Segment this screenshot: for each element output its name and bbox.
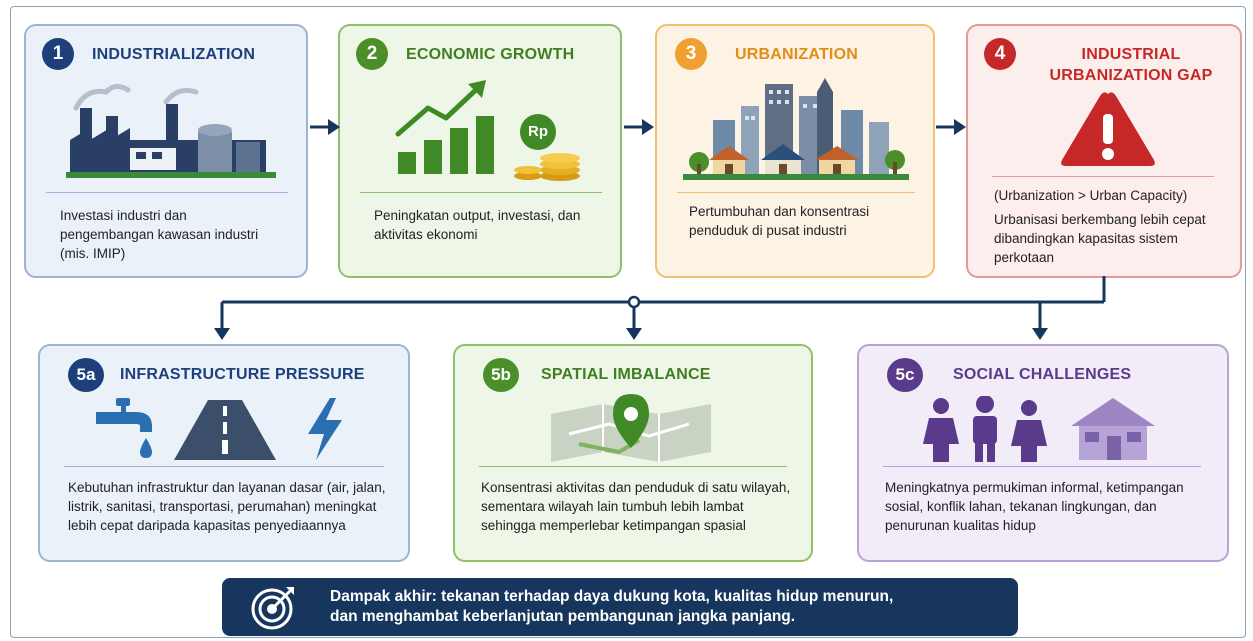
lightning-icon <box>308 398 342 460</box>
road-icon <box>174 400 276 460</box>
final-impact-text: Dampak akhir: tekanan terhadap daya duku… <box>330 587 1010 627</box>
step-number: 4 <box>984 38 1016 70</box>
final-impact-banner: Dampak akhir: tekanan terhadap daya duku… <box>222 578 1018 636</box>
target-icon <box>251 587 294 630</box>
effect-spatial-card: 5b SPATIAL IMBALANCE Konsentrasi aktivit… <box>453 344 813 562</box>
step-title: URBANIZATION <box>735 46 858 63</box>
arrow-right-icon <box>310 119 340 135</box>
growth-chart-icon <box>395 80 494 174</box>
divider <box>46 192 288 193</box>
step-description: Urbanisasi berkembang lebih cepat diband… <box>994 212 1206 265</box>
step-description: Pertumbuhan dan konsentrasi penduduk di … <box>689 204 870 238</box>
divider <box>64 466 384 467</box>
divider <box>883 466 1201 467</box>
effect-number: 5b <box>483 358 519 392</box>
final-impact-line1: Dampak akhir: tekanan terhadap daya duku… <box>330 588 894 605</box>
step-title: ECONOMIC GROWTH <box>406 46 575 63</box>
effect-description: Meningkatnya permukiman informal, ketimp… <box>885 480 1184 533</box>
effect-number: 5a <box>68 358 104 392</box>
step-urbanization-card: 3 URBANIZATION Pertumbuhan dan konsentra… <box>655 24 935 278</box>
step-industrialization-card: 1 INDUSTRIALIZATION Investasi industri d… <box>24 24 308 278</box>
water-tap-icon <box>96 398 152 458</box>
step-description: Peningkatan output, investasi, dan aktiv… <box>374 208 581 242</box>
branch-connector <box>214 276 1106 340</box>
arrow-right-icon <box>624 119 654 135</box>
effect-title: INFRASTRUCTURE PRESSURE <box>120 366 365 383</box>
effect-title: SPATIAL IMBALANCE <box>541 366 711 383</box>
step-title-line2: URBANIZATION GAP <box>1049 67 1213 84</box>
effect-social-card: 5c SOCIAL CHALLENGES Meningkatnya permuk… <box>857 344 1229 562</box>
step-title: INDUSTRIALIZATION <box>92 46 256 63</box>
effect-description: Konsentrasi aktivitas dan penduduk di sa… <box>481 480 791 533</box>
divider <box>360 192 602 193</box>
effect-title: SOCIAL CHALLENGES <box>953 366 1132 383</box>
coins-icon <box>514 114 580 181</box>
divider <box>677 192 915 193</box>
factory-icon <box>66 84 276 178</box>
map-pin-icon <box>551 394 711 462</box>
step-number: 1 <box>42 38 74 70</box>
divider <box>992 176 1214 177</box>
step-urbanization-gap-card: 4 INDUSTRIAL URBANIZATION GAP (Urbanizat… <box>966 24 1242 278</box>
step-number: 3 <box>675 38 707 70</box>
house-icon <box>1071 398 1155 460</box>
currency-label: Rp <box>528 123 548 140</box>
final-impact-line2: dan menghambat keberlanjutan pembangunan… <box>330 608 796 625</box>
divider <box>479 466 787 467</box>
step-economic-growth-card: 2 ECONOMIC GROWTH Rp Peningkatan output,… <box>338 24 622 278</box>
city-icon <box>683 78 909 180</box>
step-description: Investasi industri dan pengembangan kawa… <box>60 208 259 261</box>
people-icon <box>923 396 1047 462</box>
effect-infrastructure-card: 5a INFRASTRUCTURE PRESSURE Kebutuhan inf… <box>38 344 410 562</box>
effect-description: Kebutuhan infrastruktur dan layanan dasa… <box>68 480 386 533</box>
arrow-right-icon <box>936 119 966 135</box>
gap-formula: (Urbanization > Urban Capacity) <box>994 188 1188 203</box>
step-number: 2 <box>356 38 388 70</box>
effect-number: 5c <box>887 358 923 392</box>
step-title-line1: INDUSTRIAL <box>1081 46 1181 63</box>
warning-icon <box>1061 92 1155 166</box>
